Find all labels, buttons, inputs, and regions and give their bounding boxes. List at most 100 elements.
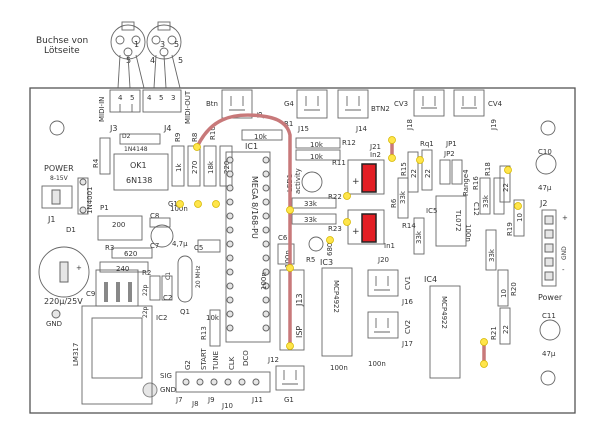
j1-ref: J1 — [47, 215, 55, 224]
crystal-q1: 20 MHz Q1 — [177, 255, 202, 316]
resistor-r9: R9 1k — [171, 133, 185, 187]
r6-ref: R6 — [390, 198, 398, 208]
c12-ref: C12 — [472, 202, 480, 216]
range-selector: 22 R15 22 Rq1 JP1 JP2 Range4 — [400, 140, 470, 196]
capacitor-c1-c2: 22p C1 22p C2 — [142, 272, 173, 318]
j10-label: J10 — [221, 402, 233, 410]
midi-in-label: MIDI-IN — [98, 97, 106, 122]
cv-100n: 100n — [368, 360, 386, 368]
resistor-r10-right: 10 — [513, 199, 525, 237]
isp-header: J13 ISP — [279, 269, 305, 351]
ic1-val: MEGA 8/168-PU — [250, 176, 259, 239]
r12-ref: R12 — [342, 139, 356, 147]
resistor-r16: 33k R16 — [472, 176, 491, 215]
c9-ref: C9 — [86, 290, 95, 298]
j2-gnd: GND — [561, 246, 568, 260]
socket-right-pin-5: 5 — [174, 40, 179, 49]
resistor-r4: R4 — [92, 137, 111, 175]
r-33k-f: 33k — [488, 248, 496, 262]
j19-ref: J19 — [490, 119, 498, 131]
range4-label: Range4 — [462, 169, 470, 196]
c-22p-a: 22p — [142, 284, 149, 296]
ic5-ref: IC5 — [426, 207, 437, 215]
r19-ref: R19 — [506, 222, 514, 236]
resistor-r5: 680 R5 — [306, 236, 334, 264]
resistor-r18: R18 — [484, 162, 505, 215]
cv2-label: CV2 — [404, 320, 412, 334]
c9-val: 220µ/25V — [44, 297, 83, 306]
microcontroller-ic1: IC1 MEGA 8/168-PU — [225, 142, 271, 343]
midi-socket-right: 3 5 4 5 — [146, 21, 183, 89]
trace-top-loop — [195, 113, 292, 212]
c11-val: 47µ — [542, 350, 556, 358]
resistor-r20: 10 R20 — [497, 269, 518, 307]
g4-label: G4 — [284, 100, 294, 108]
sig-label: SIG — [160, 372, 172, 380]
ic1-ref: IC1 — [245, 142, 258, 151]
cv4-label: CV4 — [488, 100, 503, 108]
j21-label: J21 — [369, 143, 381, 151]
r-33k-b: 33k — [304, 216, 318, 224]
j20-ref: J20 — [377, 256, 389, 264]
j7-label: J7 — [175, 396, 183, 404]
midi-out-pin-3: 3 — [171, 94, 175, 102]
ic2-val: LM317 — [72, 343, 80, 366]
resistor-r22-right: 22 — [499, 165, 511, 203]
j2-minus: - — [562, 266, 565, 274]
c7-ref: C7 — [150, 242, 159, 250]
r13-ref: R13 — [200, 326, 208, 340]
r20-ref: R20 — [510, 282, 518, 296]
r10-ref: R10 — [209, 126, 217, 140]
r16-ref: R16 — [472, 176, 480, 190]
resistor-r-10k-top: 10k R1 — [241, 120, 293, 141]
r-22-b: 22 — [424, 169, 432, 178]
ic4-val: MCP4922 — [440, 296, 448, 329]
ok1-val: 6N138 — [126, 176, 152, 185]
midi-out-pin-5: 5 — [159, 94, 163, 102]
input-jack-in2: + In2 J21 — [347, 143, 385, 195]
dac-ic4: IC4 MCP4922 — [424, 275, 461, 379]
clk-label: CLK — [228, 356, 236, 370]
ok1-ref: OK1 — [130, 161, 147, 170]
c5-ref: C5 — [194, 244, 203, 252]
r-10k-3: 10k — [310, 153, 324, 161]
j17-ref: J17 — [401, 340, 413, 348]
socket-right-pin-3: 3 — [160, 40, 165, 49]
j12-ref: J12 — [267, 356, 279, 364]
j15-ref: J15 — [297, 125, 309, 133]
r-18k: 18k — [207, 160, 215, 174]
r5-ref: R5 — [306, 256, 315, 264]
r-270: 270 — [191, 161, 199, 174]
j3-ref: J3 — [109, 124, 117, 133]
c7-val: 4,7µ — [172, 240, 188, 248]
ic3-100n: 100n — [330, 364, 348, 372]
resistor-r12: 10k R12 — [295, 137, 356, 149]
resistor-r11: 10k R11 — [295, 149, 346, 167]
capacitor-c6: C6 100n — [277, 234, 295, 268]
svg-text:+: + — [352, 227, 360, 237]
gnd-left: GND — [46, 320, 62, 328]
resistor-r21: 22 R21 — [490, 307, 511, 345]
btn-label: Btn — [206, 100, 218, 108]
p1-ref: P1 — [100, 204, 109, 212]
r13-val: 10k — [206, 314, 220, 322]
j8-label: J8 — [191, 400, 199, 408]
socket-right-pin-4: 4 — [150, 56, 155, 65]
j2-plus: + — [562, 214, 568, 222]
ic4-ref: IC4 — [424, 275, 437, 284]
d1-ref: D1 — [66, 226, 76, 234]
midi-out-pin-4: 4 — [147, 94, 152, 102]
capacitor-c11: C11 47µ — [539, 312, 561, 358]
r-22-d: 22 — [502, 325, 510, 334]
midi-in-pin-4: 4 — [118, 94, 123, 102]
board-outline — [29, 87, 576, 414]
r-1k: 1k — [175, 163, 183, 172]
r2-val: 240 — [116, 265, 129, 273]
midi-in-connector: MIDI-IN 4 5 J3 — [98, 89, 141, 133]
capacitor-c9: + 220µ/25V C9 — [38, 246, 95, 306]
resistor-r23: 33k R23 — [291, 213, 342, 233]
j9-label: J9 — [207, 396, 215, 404]
capacitor-c5: C5 — [194, 239, 221, 253]
r-10b: 10 — [500, 289, 508, 298]
